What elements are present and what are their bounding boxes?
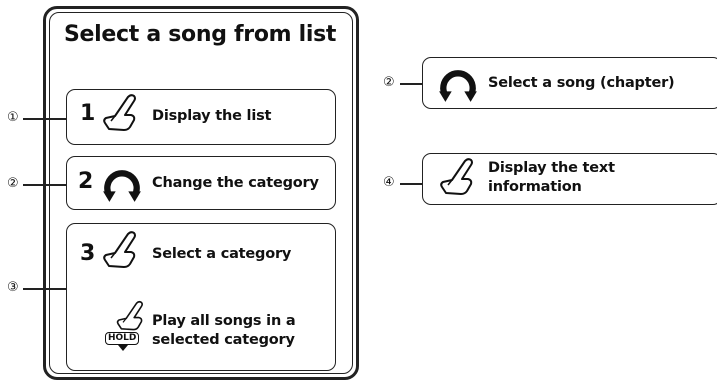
touch-hand-icon [438, 157, 478, 197]
step-1-box [66, 89, 336, 145]
panel-title: Select a song from list [64, 22, 337, 47]
text-info-line2: information [488, 179, 582, 195]
step-3-label: Select a category [152, 246, 292, 262]
touch-hand-icon [101, 93, 141, 133]
callout-marker-1: ① [7, 110, 19, 125]
callout-line-2 [23, 184, 66, 186]
chevron-down-icon [118, 345, 128, 351]
callout-marker-3: ③ [7, 280, 19, 295]
callout-marker-2: ② [7, 176, 19, 191]
hold-badge: HOLD [105, 332, 140, 345]
step-1-number: 1 [80, 101, 96, 126]
step-2-label: Change the category [152, 175, 319, 191]
select-song-label: Select a song (chapter) [488, 75, 675, 91]
callout-line-3 [23, 288, 66, 290]
step-1-label: Display the list [152, 108, 272, 124]
text-info-line1: Display the text [488, 160, 615, 176]
step-2-number: 2 [78, 169, 94, 194]
step-3-box [66, 223, 336, 371]
right-callout-line-2 [400, 83, 422, 85]
hold-step-line1: Play all songs in a [152, 313, 296, 329]
text-info-box [422, 153, 717, 205]
panel-outer-frame [43, 6, 359, 380]
right-callout-line-4 [400, 183, 422, 185]
step-2-box [66, 156, 336, 210]
select-song-box [422, 57, 717, 109]
callout-line-1 [23, 118, 66, 120]
touch-hand-icon [101, 230, 141, 270]
right-callout-marker-4: ④ [383, 175, 395, 190]
rotate-arrows-icon [437, 62, 479, 104]
step-3-number: 3 [80, 241, 96, 266]
rotate-arrows-icon [101, 162, 143, 204]
right-callout-marker-2: ② [383, 75, 395, 90]
hold-step-line2: selected category [152, 332, 295, 348]
hold-hand-icon [115, 300, 147, 332]
panel-inner-frame [49, 12, 353, 374]
